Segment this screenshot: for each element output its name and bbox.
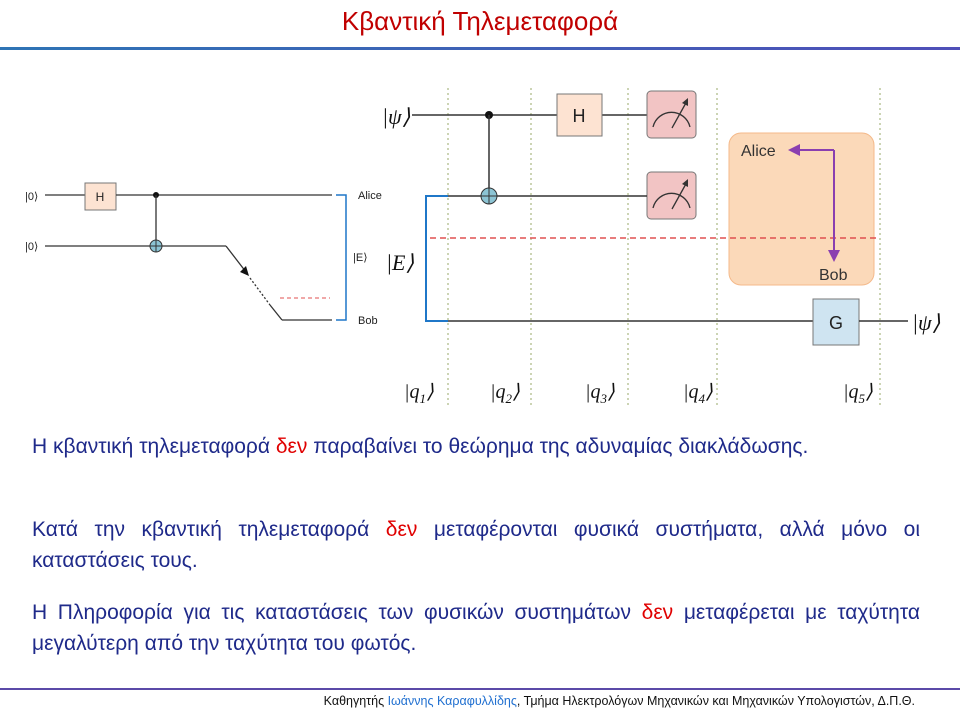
left-epr-bracket <box>336 194 347 321</box>
paragraph-speed-of-light: Η Πληροφορία για τις καταστάσεις των φυσ… <box>32 601 920 655</box>
box-label-bob: Bob <box>819 267 848 284</box>
alice-bob-arrow <box>788 144 840 262</box>
meter-middle <box>646 171 697 220</box>
left-input-0-upper: |0⟩ <box>25 191 38 203</box>
left-label-alice: Alice <box>358 190 382 202</box>
left-diag-arrowhead <box>240 266 249 276</box>
h-gate <box>556 93 603 137</box>
output-state-psi: |ψ⟩ <box>912 310 941 335</box>
g-gate-label: G <box>829 313 843 333</box>
input-state-psi: |ψ⟩ <box>382 104 411 129</box>
stage-label-q5: |q5⟩ <box>843 381 873 406</box>
stage-label-q2: |q2⟩ <box>490 381 520 406</box>
alice-bob-box <box>728 132 875 286</box>
title-underline <box>0 47 960 50</box>
left-diag-dotted <box>249 277 271 306</box>
left-diag-wire <box>225 245 247 273</box>
stage-label-q3: |q3⟩ <box>585 381 615 406</box>
stage-label-q1: |q1⟩ <box>404 381 434 406</box>
box-label-alice: Alice <box>741 143 776 160</box>
stage-label-q4: |q4⟩ <box>683 381 713 406</box>
footer-rule <box>0 688 960 690</box>
teleportation-diagram: |0⟩ |0⟩ H Alice |E⟩ Bob <box>25 88 941 408</box>
left-label-epr: |E⟩ <box>353 252 368 264</box>
epr-bracket <box>425 195 448 322</box>
left-input-0-lower: |0⟩ <box>25 241 38 253</box>
slide-title: Κβαντική Τηλεμεταφορά <box>341 6 619 36</box>
stage-dividers <box>447 88 881 408</box>
paragraph-states-only: Κατά την κβαντική τηλεμεταφορά δεν μεταφ… <box>32 518 920 572</box>
g-gate <box>812 298 860 346</box>
left-circuit: |0⟩ |0⟩ H Alice |E⟩ Bob <box>25 182 382 327</box>
paragraph-no-cloning: Η κβαντική τηλεμεταφορά δεν παραβαίνει τ… <box>32 435 809 458</box>
left-h-gate-label: H <box>96 190 105 204</box>
meter-top <box>646 90 697 139</box>
left-h-gate <box>84 182 117 211</box>
left-label-bob: Bob <box>358 315 378 327</box>
footer-credit: Καθηγητής Ιωάννης Καραφυλλίδης, Τμήμα Ηλ… <box>323 694 915 708</box>
h-gate-label: H <box>573 106 586 126</box>
epr-state: |E⟩ <box>386 250 414 275</box>
right-circuit: |ψ⟩ H |E⟩ G <box>382 88 941 408</box>
